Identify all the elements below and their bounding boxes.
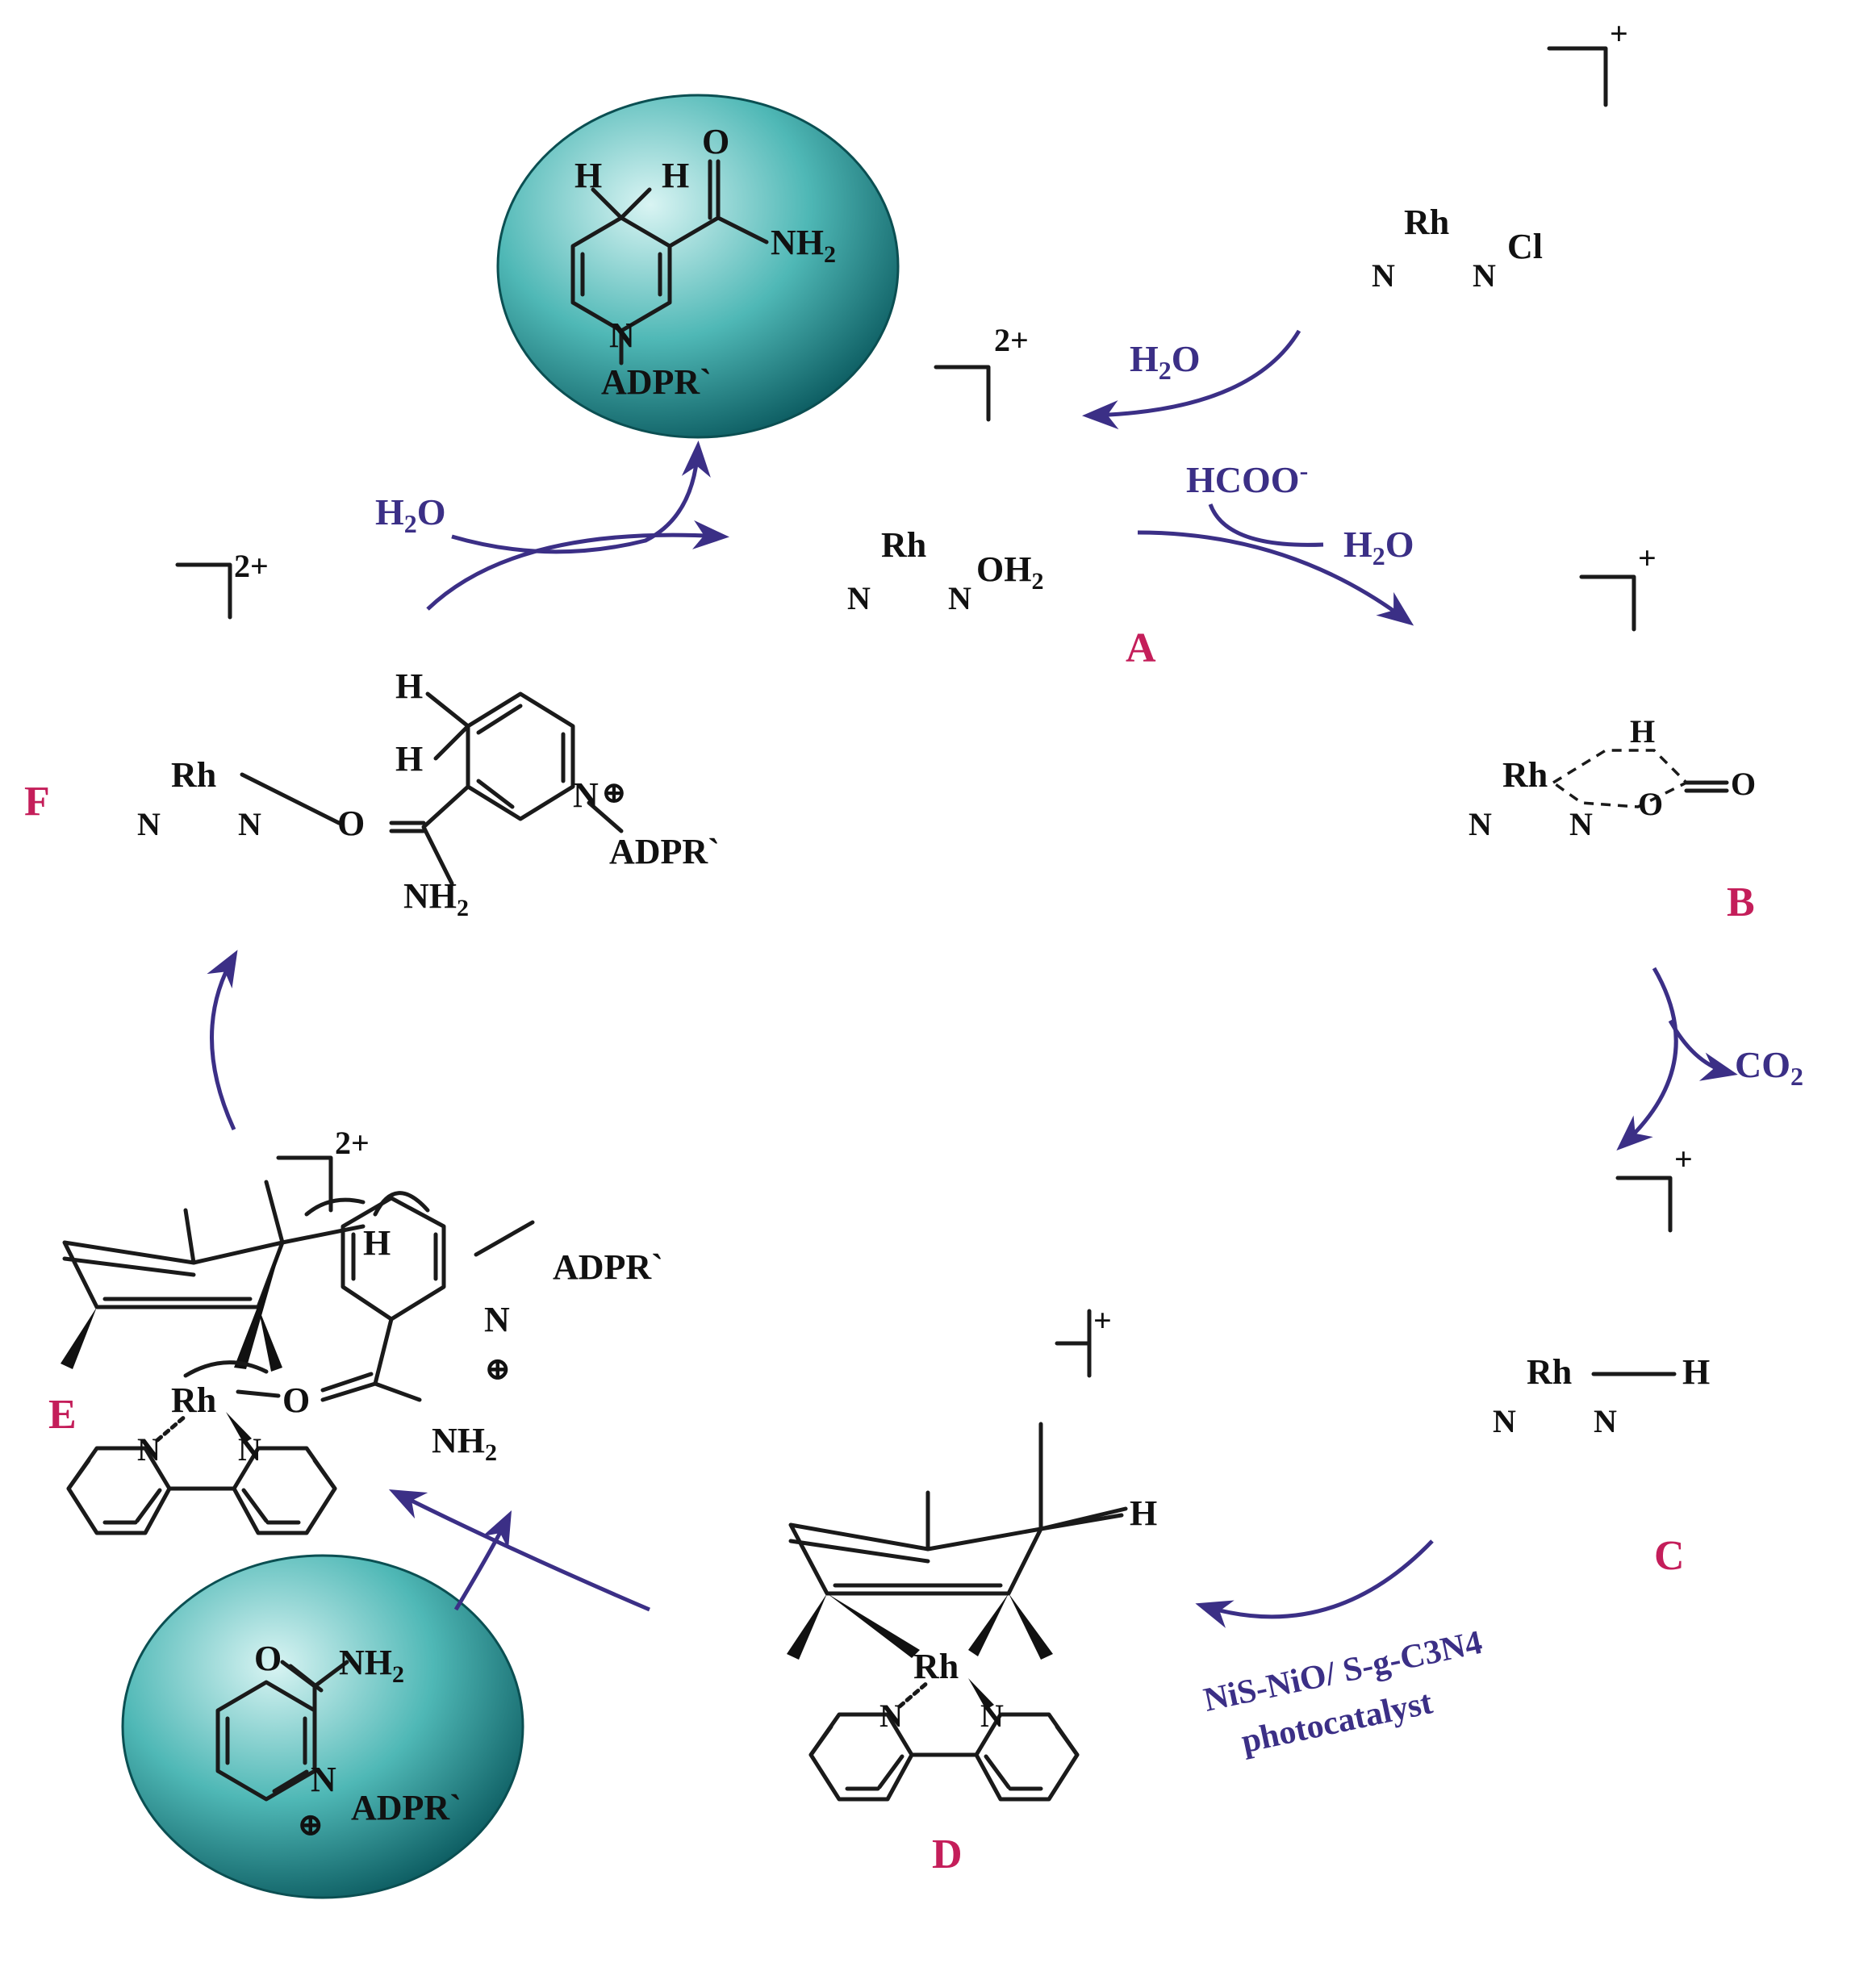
nad-o-label: O (254, 1639, 282, 1678)
e-plus-sign: ⊕ (484, 1351, 512, 1387)
complex-d (787, 1309, 1128, 1802)
nadh-n-label: N (609, 315, 635, 355)
arrow-c-to-d (1195, 1539, 1434, 1628)
b-h-label: H (1630, 713, 1655, 750)
n-label: N (137, 1431, 161, 1468)
nadh-sphere (496, 94, 900, 439)
arrow-pre-to-a (1082, 329, 1301, 430)
nadh-adpr-label: ADPR` (601, 362, 712, 402)
f-adpr-label: ADPR` (609, 832, 720, 871)
bipyridine-n-labels: N N N N N N N N N N N N N N (137, 257, 1617, 1734)
cycle-arrows (207, 329, 1738, 1628)
n-label: N (137, 806, 161, 842)
atom-labels: Rh Cl + Rh OH2 2+ Rh H O O + Rh H + Rh H… (171, 15, 1756, 1686)
rh-label-a: Rh (881, 525, 926, 565)
e-h-label: H (363, 1223, 391, 1263)
nadh-o-label: O (702, 122, 729, 161)
nad-nh2-label: NH2 (339, 1643, 404, 1688)
charge-brackets (175, 46, 1673, 1233)
f-o-label: O (337, 804, 365, 843)
rh-label-f: Rh (171, 755, 216, 795)
h2o-label-right: H2O (1343, 524, 1414, 570)
h2o-label-left: H2O (375, 491, 446, 538)
arrow-hcoo-in (1208, 503, 1324, 547)
n-label: N (847, 580, 871, 616)
nad-plus-sphere (121, 1554, 524, 1899)
b-o2-label: O (1731, 766, 1756, 802)
f-n-label: N (573, 775, 599, 815)
arrow-nad-in (453, 1510, 512, 1611)
e-nh2-label: NH2 (432, 1421, 497, 1466)
n-label: N (1372, 257, 1395, 294)
precatalyst-cl-label: Cl (1507, 227, 1543, 266)
a-charge: 2+ (994, 322, 1029, 358)
complex-e (61, 1180, 535, 1535)
f-nh2-label: NH2 (403, 876, 469, 921)
n-label: N (238, 806, 261, 842)
e-adpr-label: ADPR` (553, 1247, 663, 1287)
n-label: N (1473, 257, 1496, 294)
e-o-label: O (282, 1380, 310, 1420)
f-plus-sign: ⊕ (601, 776, 627, 810)
rh-label-c: Rh (1527, 1352, 1572, 1392)
b-charge: + (1638, 540, 1657, 576)
label-b: B (1727, 879, 1755, 925)
h2o-label-top: H2O (1130, 338, 1201, 385)
d-charge: + (1093, 1302, 1112, 1339)
nadh-h2-label: H (662, 156, 689, 195)
n-label: N (238, 1431, 261, 1468)
label-a: A (1126, 625, 1156, 671)
rh-label-e: Rh (171, 1380, 216, 1420)
rh-label-pre: Rh (1404, 203, 1449, 242)
nad-plus-sign: ⊕ (297, 1806, 324, 1843)
n-label: N (879, 1698, 903, 1734)
arrow-d-to-e (388, 1489, 650, 1612)
nad-plus-structure: O NH2 N ADPR` ⊕ (215, 1639, 462, 1843)
f-charge: 2+ (234, 548, 269, 584)
complex-b-formate (1550, 749, 1729, 808)
n-label: N (980, 1698, 1004, 1734)
hcoo-label: HCOO- (1186, 456, 1308, 500)
f-h2-label: H (395, 739, 423, 779)
label-d: D (932, 1831, 963, 1877)
n-label: N (1569, 806, 1593, 842)
arrow-e-to-f (207, 950, 238, 1131)
rh-label-b: Rh (1502, 755, 1548, 795)
label-e: E (48, 1392, 77, 1438)
arrow-b-to-c (1616, 967, 1678, 1151)
complex-f-nicotinamide (240, 691, 624, 886)
d-h-label: H (1130, 1493, 1157, 1533)
arrow-a-to-b (1137, 530, 1414, 626)
f-h1-label: H (395, 666, 423, 706)
co2-label: CO2 (1735, 1044, 1803, 1091)
n-label: N (948, 580, 971, 616)
nadh-structure: H H O NH2 N ADPR` (570, 122, 836, 402)
nad-n-label: N (311, 1760, 336, 1799)
label-f: F (24, 779, 50, 825)
reagent-labels: H2O HCOO- H2O CO2 H2O NiS-NiO/ S-g-C3N4 … (375, 338, 1803, 1760)
arrow-co2-out (1668, 1019, 1738, 1081)
rh-label-d: Rh (913, 1647, 959, 1686)
n-label: N (1594, 1403, 1617, 1439)
c-charge: + (1674, 1141, 1693, 1177)
a-ligand-label: OH2 (976, 549, 1043, 595)
b-o1-label: O (1638, 786, 1663, 822)
nad-adpr-label: ADPR` (351, 1788, 462, 1827)
precatalyst-charge: + (1610, 15, 1628, 52)
e-n-label: N (484, 1300, 510, 1339)
c-h-label: H (1682, 1352, 1710, 1392)
label-c: C (1654, 1533, 1685, 1579)
arrow-f-to-a (426, 520, 729, 611)
species-letters: A B C D E F (24, 625, 1755, 1877)
arrow-nadh-out (451, 441, 711, 554)
nadh-h1-label: H (574, 156, 602, 195)
n-label: N (1493, 1403, 1516, 1439)
n-label: N (1469, 806, 1492, 842)
nadh-nh2-label: NH2 (771, 223, 836, 268)
e-charge: 2+ (335, 1125, 370, 1161)
